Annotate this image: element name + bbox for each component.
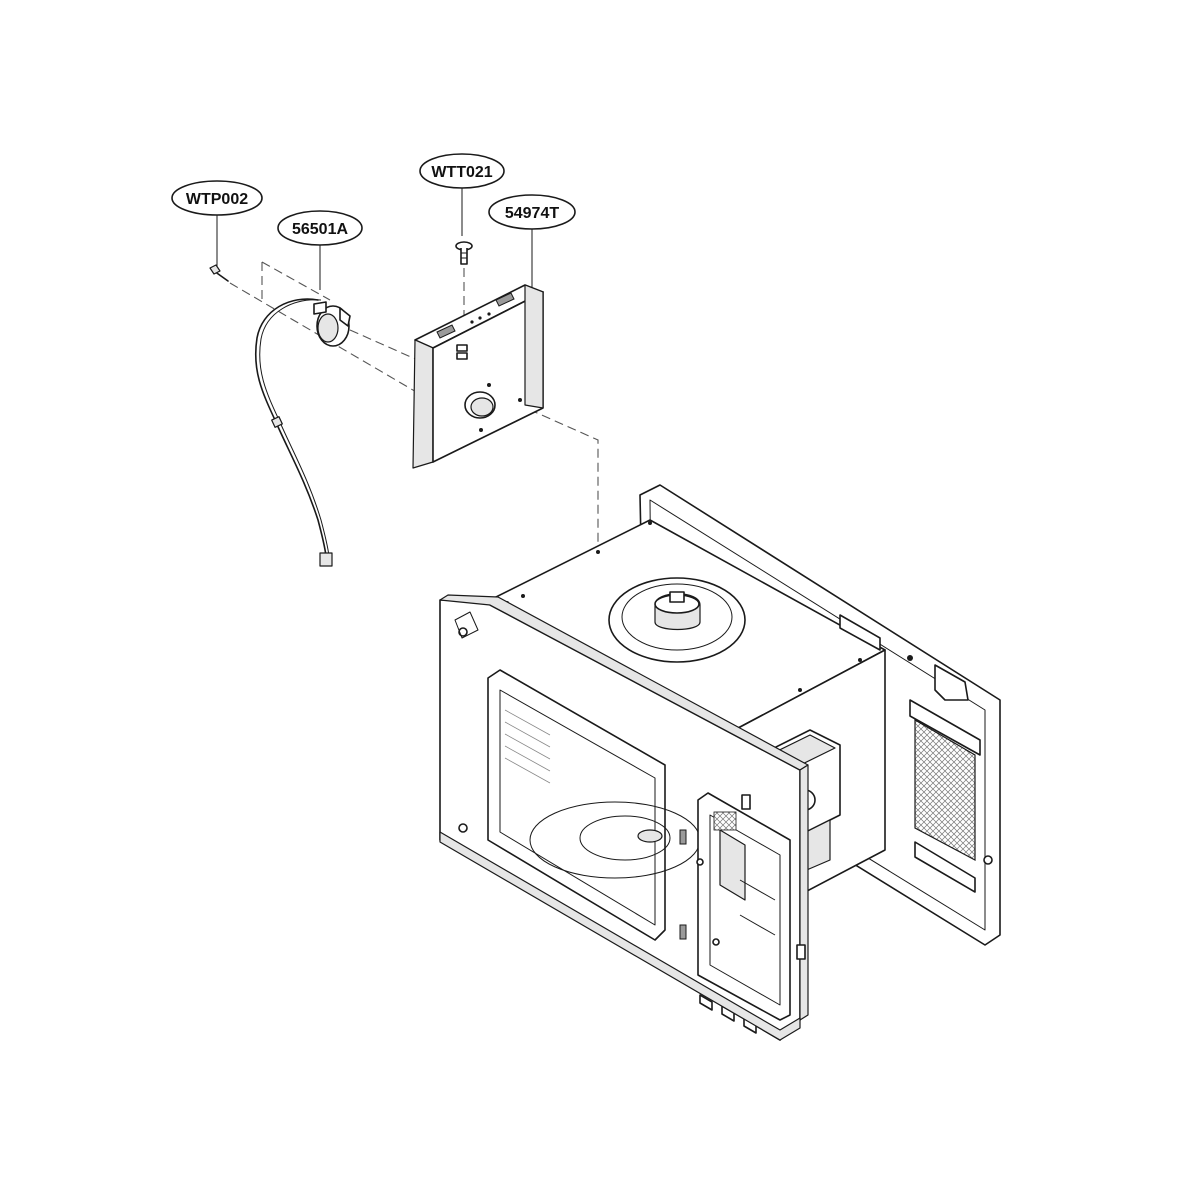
callout-wtt021: WTT021 [419, 153, 505, 236]
callout-wtp002: WTP002 [171, 180, 263, 268]
bracket-54974t [412, 284, 544, 469]
screw-wtt021 [455, 241, 473, 265]
callout-label-wtt021: WTT021 [431, 164, 492, 181]
sensor-56501a [254, 298, 351, 567]
callout-label-56501a: 56501A [292, 221, 348, 238]
callout-54974t: 54974T [488, 194, 576, 290]
screw-wtp002 [209, 264, 229, 282]
callout-label-wtp002: WTP002 [186, 191, 248, 208]
callout-56501a: 56501A [277, 210, 363, 290]
callout-label-54974t: 54974T [505, 205, 559, 222]
oven-cavity-assembly [439, 484, 1001, 1041]
vent-grill [914, 718, 976, 861]
